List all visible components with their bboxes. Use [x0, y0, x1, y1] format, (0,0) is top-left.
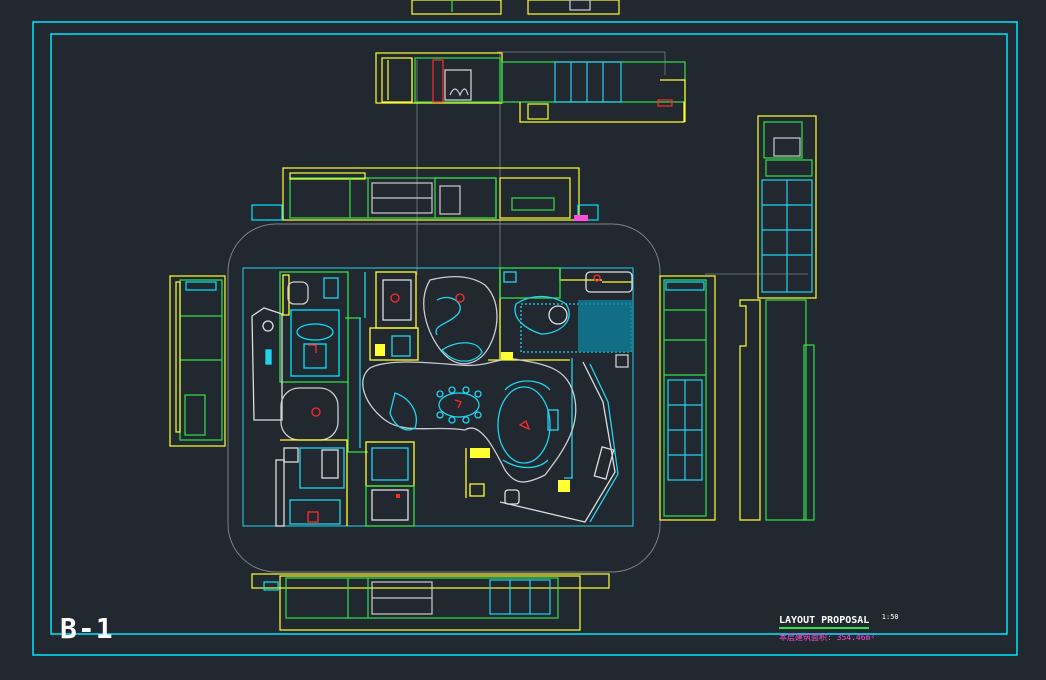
elevation-far-right — [739, 115, 817, 521]
guide-lines — [416, 51, 808, 275]
elevation-right — [659, 275, 716, 521]
floor-area-text: 本层建筑面积: 354.46m² — [779, 633, 876, 642]
elevation-bottom — [251, 573, 610, 631]
elevation-top — [375, 52, 686, 123]
drawing-title: LAYOUT PROPOSAL — [779, 615, 870, 629]
elevation-upper — [251, 167, 599, 221]
top-edge-elevations — [411, 0, 620, 15]
sheet-label: B-1 — [60, 612, 114, 645]
elevation-left — [169, 275, 226, 447]
floor-plan — [242, 267, 634, 527]
drawing-frame — [32, 21, 1018, 656]
drawing-scale: 1:50 — [881, 613, 899, 621]
title-block: LAYOUT PROPOSAL 1:50 本层建筑面积: 354.46m² — [779, 610, 899, 643]
